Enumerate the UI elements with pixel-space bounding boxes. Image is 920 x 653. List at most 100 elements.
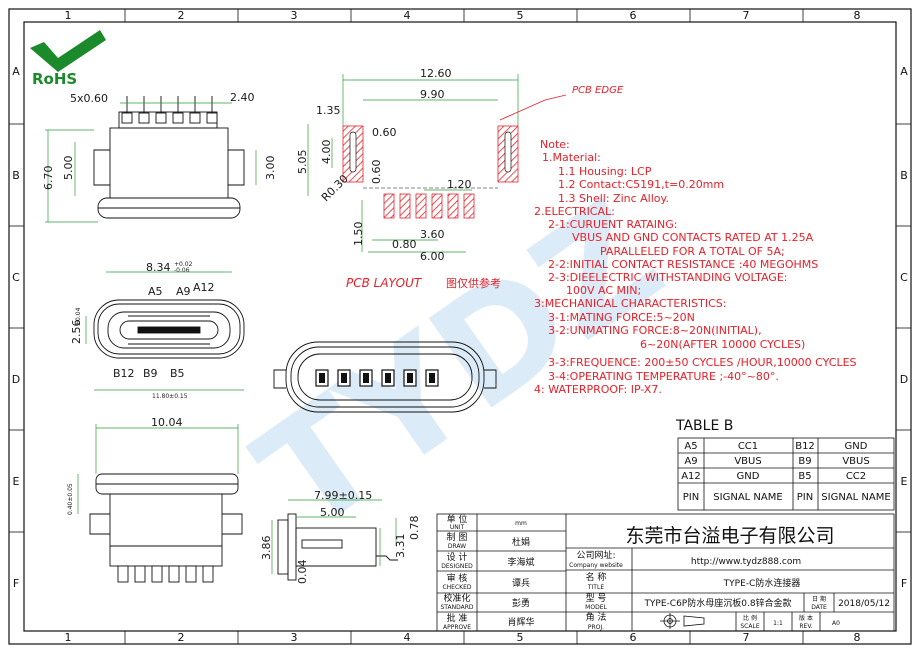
check-label-cn: 审 核 <box>447 572 468 584</box>
pcb-layout-note-cn: 图仅供参考 <box>446 276 501 290</box>
col-label-1: 1 <box>65 9 72 22</box>
row-label-d: D <box>900 373 908 386</box>
note-line: 1.2 Contact:C5191,t=0.20mm <box>558 178 724 191</box>
table-cell: GND <box>845 441 868 452</box>
col-label-8: 8 <box>854 9 861 22</box>
table-cell: A5 <box>684 441 697 452</box>
dim-pcb-1-35: 1.35 <box>316 104 341 117</box>
dim-pcb-1-20: 1.20 <box>447 178 472 191</box>
dim-height-5-00: 5.00 <box>62 156 75 181</box>
table-cell: GND <box>737 471 760 482</box>
scale-label-en: SCALE <box>740 623 759 630</box>
pin-label-b9: B9 <box>143 367 158 380</box>
title-value: TYPE-C防水连接器 <box>723 577 801 589</box>
note-line: 1.3 Shell: Zinc Alloy. <box>558 192 669 205</box>
row-labels-right: A B C D E F <box>900 65 908 590</box>
pin-label-a5: A5 <box>148 285 163 298</box>
top-view <box>93 96 245 219</box>
checkmark-icon <box>30 30 106 72</box>
top-view-dims <box>45 102 257 223</box>
draw-label-en: DRAW <box>448 543 466 550</box>
website-label-en: Company website <box>569 562 623 569</box>
row-label-b: B <box>12 169 20 182</box>
col-label-4: 4 <box>404 631 411 644</box>
note-line: 3:MECHANICAL CHARACTERISTICS: <box>534 297 726 310</box>
dim-front-8-34: 8.34 <box>146 261 171 274</box>
note-line: 3-3:FREQUENCE: 200±50 CYCLES /HOUR,10000… <box>548 356 857 369</box>
dim-side-0-04: 0.04 <box>296 560 309 585</box>
col-label-7: 7 <box>743 631 750 644</box>
title-block-labels: 单 位 UNIT mm 制 图 DRAW 杜娟 设 计 DESIGNED 李海斌… <box>440 513 889 631</box>
dim-bottom-0-40: 0.40±0.05 <box>67 483 74 515</box>
draw-label-cn: 制 图 <box>447 531 468 543</box>
dim-pcb-1-50: 1.50 <box>352 222 365 247</box>
table-cell: B5 <box>798 471 811 482</box>
bottom-view-dims <box>77 424 239 514</box>
side-view <box>277 513 398 581</box>
front-view <box>93 299 245 359</box>
pin-label-a12: A12 <box>193 281 215 294</box>
table-cell: A9 <box>684 456 697 467</box>
proj-label-en: PROJ. <box>588 624 604 631</box>
dim-pitch: 5x0.60 <box>70 92 108 105</box>
row-label-a: A <box>12 65 20 78</box>
dim-pcb-6-00: 6.00 <box>420 250 445 263</box>
notes: Note: 1.Material: 1.1 Housing: LCP 1.2 C… <box>534 138 857 396</box>
rev-label-en: REV. <box>799 623 812 630</box>
row-label-c: C <box>12 271 20 284</box>
row-labels-left: A B C D E F <box>12 65 20 590</box>
note-line: 3-4:OPERATING TEMPERATURE ;-40°~80°. <box>548 370 779 383</box>
date-label-cn: 日 期 <box>812 595 826 603</box>
check-label-en: CHECKED <box>442 584 471 591</box>
rev-value: A0 <box>832 620 840 627</box>
table-cell: CC2 <box>846 471 866 482</box>
unit-value: mm <box>515 520 527 527</box>
dim-height-3-00: 3.00 <box>264 156 277 181</box>
model-label-en: MODEL <box>585 604 607 611</box>
dim-side-3-86: 3.86 <box>260 536 273 561</box>
note-line: 1.Material: <box>542 151 601 164</box>
dim-pcb-12-60: 12.60 <box>420 67 452 80</box>
dim-pcb-0-60b: 0.60 <box>370 160 383 185</box>
website-label-cn: 公司网址: <box>576 549 615 561</box>
date-value: 2018/05/12 <box>838 599 890 609</box>
rohs-logo: RoHS <box>30 30 106 88</box>
approve-label-cn: 批 准 <box>447 612 468 624</box>
table-cell: VBUS <box>734 456 761 467</box>
dim-side-5-00: 5.00 <box>320 506 345 519</box>
row-label-d: D <box>12 373 20 386</box>
dim-front-8-34-tol-dn: -0.06 <box>174 267 190 274</box>
col-label-2: 2 <box>178 9 185 22</box>
dim-pcb-9-90: 9.90 <box>420 88 445 101</box>
unit-label-en: UNIT <box>450 524 465 531</box>
model-value: TYPE-C6P防水母座沉板0.8锌合金款 <box>643 597 791 609</box>
table-b <box>677 437 895 511</box>
note-line: 4: WATERPROOF: IP-X7. <box>534 383 662 396</box>
table-cell: B9 <box>798 456 811 467</box>
col-label-3: 3 <box>291 631 298 644</box>
note-line: 2-2:INITIAL CONTACT RESISTANCE :40 MEGOH… <box>548 258 818 271</box>
pcb-layout-label: PCB LAYOUT <box>346 276 423 290</box>
side-view-dims <box>271 499 397 574</box>
table-b-title: TABLE B <box>675 418 733 434</box>
column-labels-bottom: 1 2 3 4 5 6 7 8 <box>65 631 861 644</box>
model-label-cn: 型 号 <box>586 593 607 604</box>
rev-label-cn: 版 本 <box>799 614 813 622</box>
note-line: 6~20N(AFTER 10000 CYCLES) <box>640 338 805 351</box>
note-line: 2-3:DIEELECTRIC WITHSTANDING VOLTAGE: <box>548 271 788 284</box>
note-line: 2.ELECTRICAL: <box>534 205 615 218</box>
col-label-2: 2 <box>178 631 185 644</box>
title-block <box>436 513 895 632</box>
design-label-en: DESIGNED <box>441 563 473 570</box>
rohs-text: RoHS <box>32 70 77 88</box>
dim-front-2-56-tol: ±0.04 <box>75 307 82 326</box>
dim-front-8-34-tol-up: +0.02 <box>174 261 193 268</box>
dim-pcb-5-05: 5.05 <box>296 150 309 175</box>
col-label-7: 7 <box>743 9 750 22</box>
col-label-5: 5 <box>517 9 524 22</box>
row-label-e: E <box>13 475 20 488</box>
dim-front-2-56: 2.56 <box>70 320 83 345</box>
col-label-8: 8 <box>854 631 861 644</box>
column-labels-top: 1 2 3 4 5 6 7 8 <box>65 9 861 22</box>
unit-label-cn: 单 位 <box>447 513 468 525</box>
